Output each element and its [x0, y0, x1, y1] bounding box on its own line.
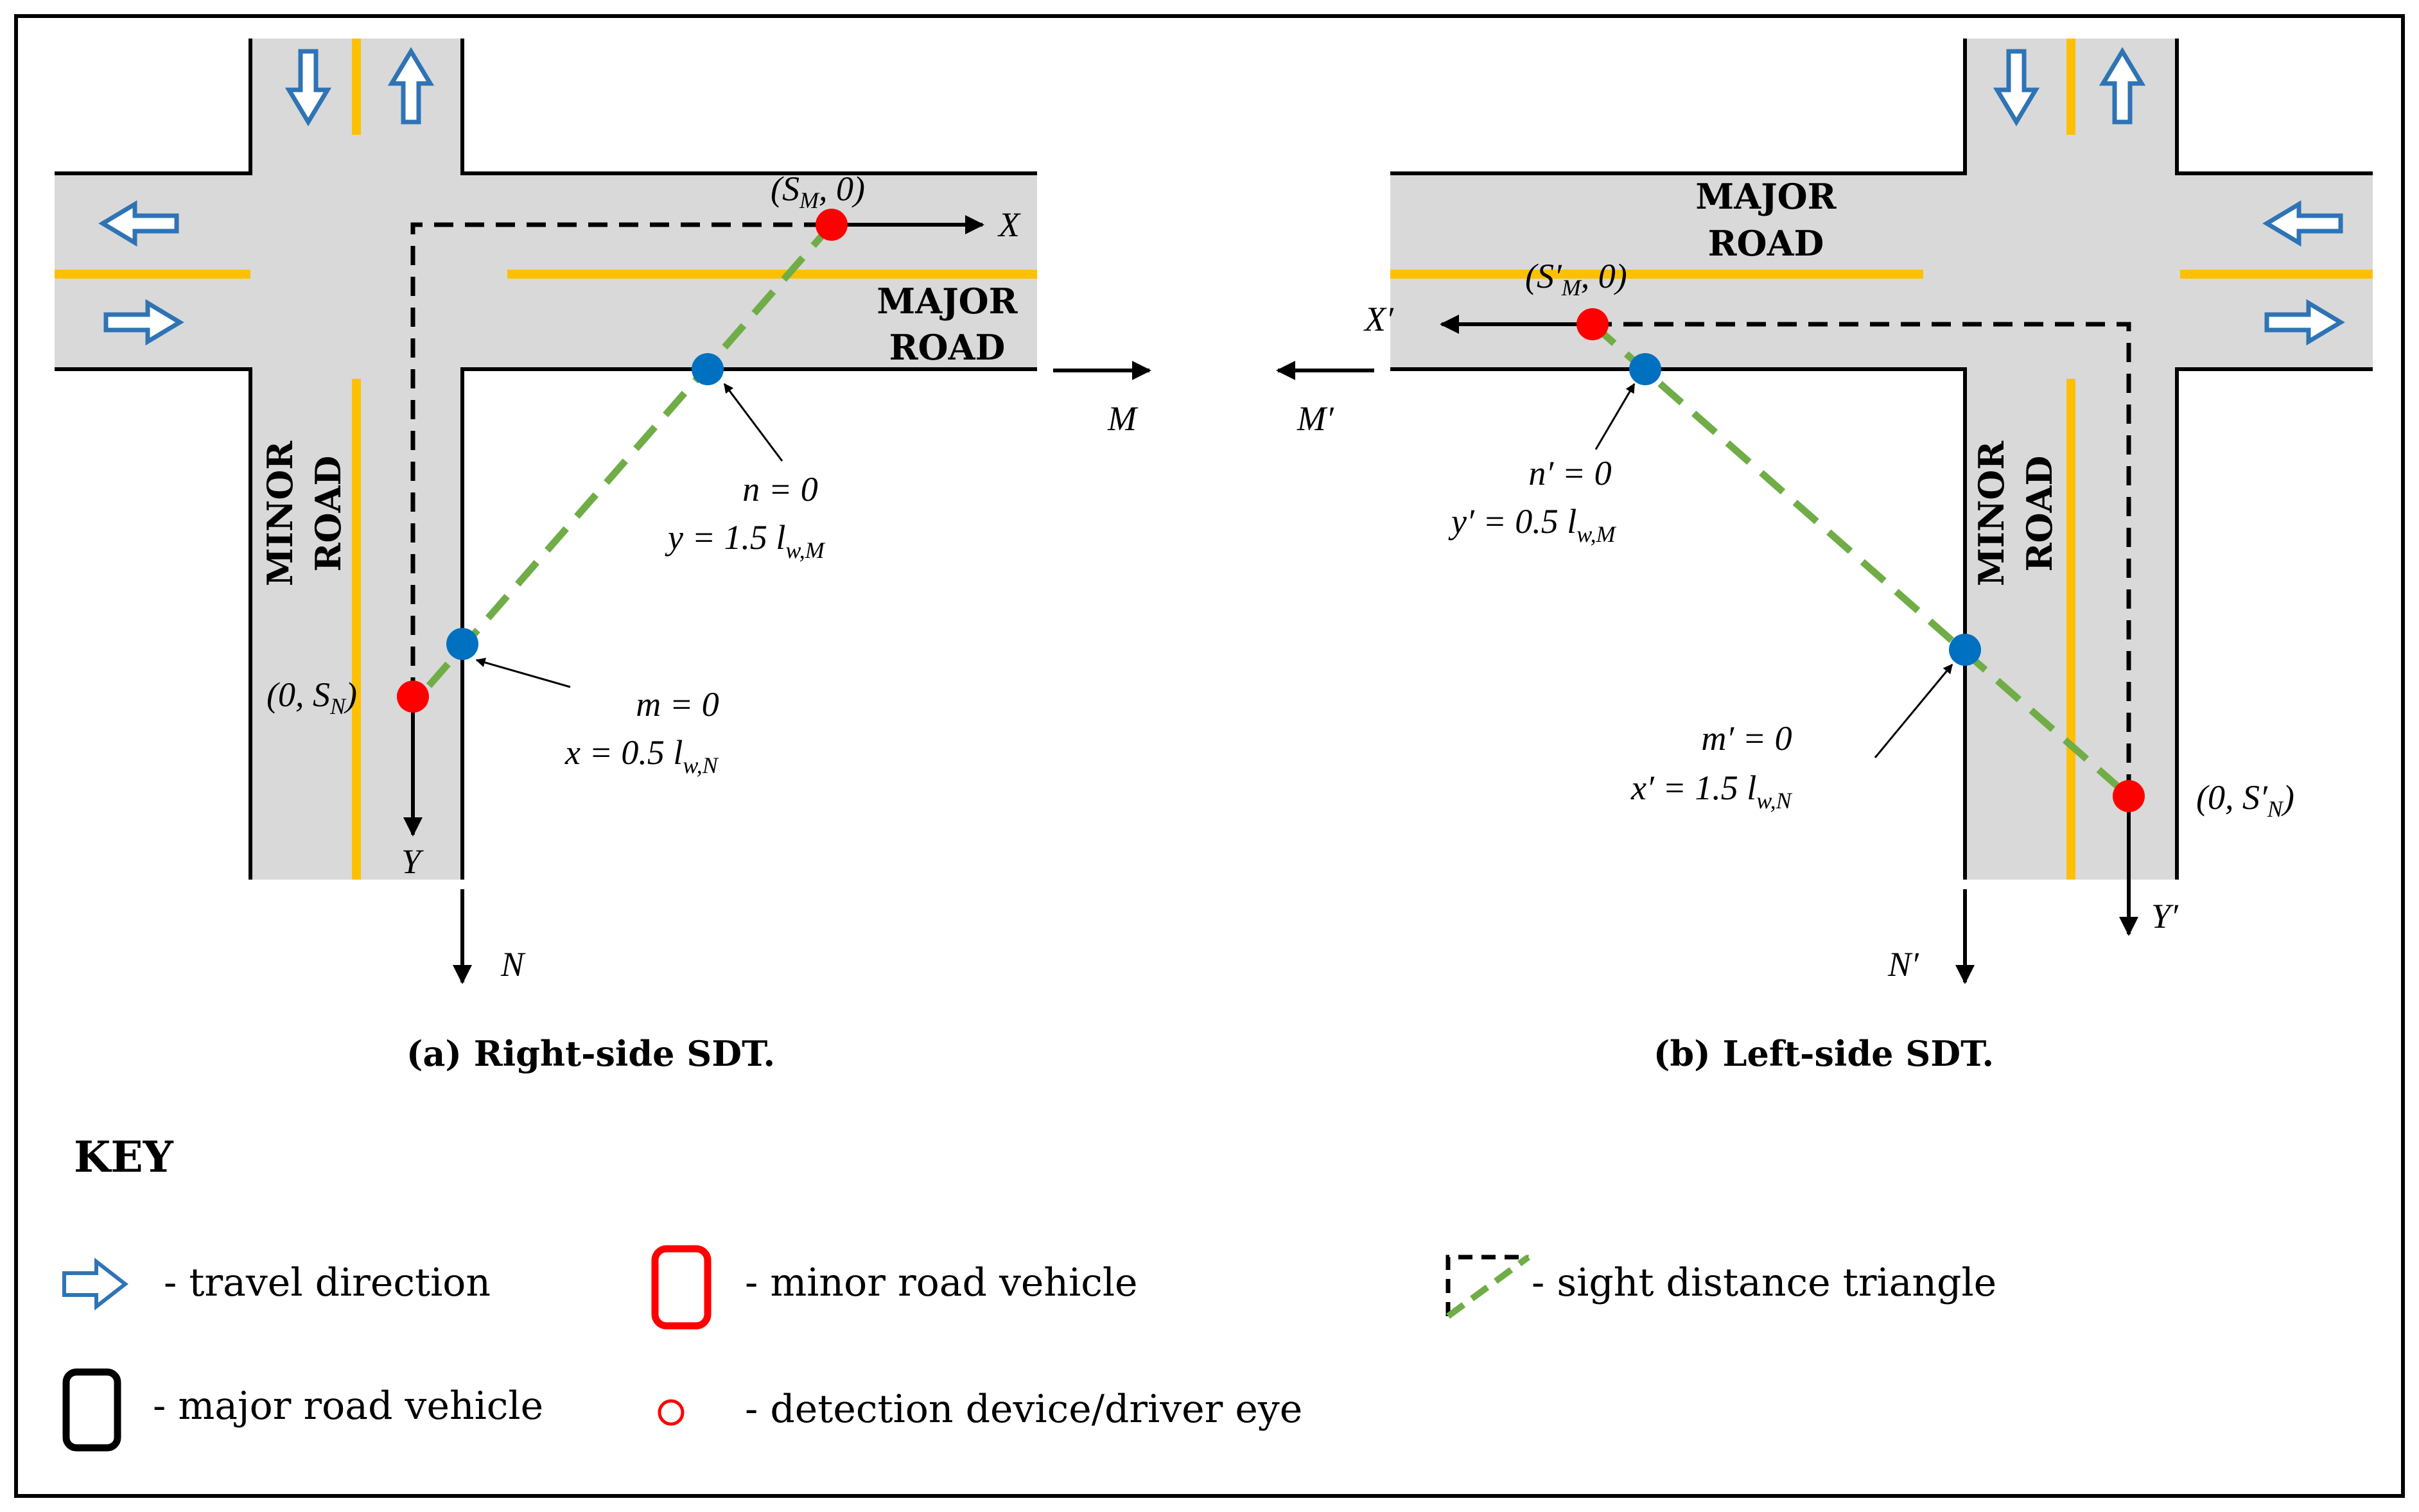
- key-travel-direction: - travel direction: [164, 1260, 491, 1305]
- arrow-right-icon: [103, 299, 184, 346]
- arrow-up-icon: [387, 47, 435, 125]
- minor-road-label-line1: MINOR: [1971, 440, 2012, 586]
- point-minor-label: (0, S′N): [2196, 778, 2294, 822]
- axis-m-label: M: [1107, 399, 1139, 438]
- key-minor-road-vehicle: - minor road vehicle: [745, 1260, 1138, 1305]
- y-equation: y = 1.5 lw,M: [665, 518, 826, 563]
- detection-point-m: [446, 628, 478, 660]
- axis-n-label: N: [500, 945, 526, 984]
- panel-b-caption: (b) Left-side SDT.: [1654, 1033, 1994, 1074]
- point-major-label: (SM, 0): [771, 169, 865, 213]
- arrow-up-icon: [2099, 47, 2146, 125]
- minor-road-label-line1: MINOR: [259, 440, 301, 586]
- arrow-right-icon: [2264, 299, 2345, 346]
- key-sight-distance-triangle: - sight distance triangle: [1532, 1260, 1996, 1305]
- arrow-down-icon: [284, 49, 332, 126]
- pointer-n: [723, 383, 783, 462]
- road-edges: [55, 39, 1037, 880]
- key-major-road-vehicle: - major road vehicle: [153, 1384, 543, 1429]
- n-equation: n = 0: [742, 470, 817, 508]
- major-road-label-line1: MAJOR: [877, 281, 1018, 322]
- major-road-label-line2: ROAD: [1708, 223, 1824, 264]
- pointer-m: [475, 657, 571, 688]
- m-equation: m′ = 0: [1701, 719, 1792, 758]
- legend: KEY - travel direction - minor road vehi…: [62, 1132, 1996, 1452]
- figure-border: [14, 14, 2405, 1498]
- minor-road-label-line2: ROAD: [2019, 456, 2060, 572]
- axis-y-label: Y: [401, 842, 424, 881]
- y-equation: y′ = 0.5 lw,M: [1448, 502, 1617, 547]
- center-lines: [55, 39, 1037, 880]
- driver-eye-minor: [2113, 780, 2145, 812]
- center-lines: [1390, 39, 2373, 880]
- sight-triangle-icon: [1445, 1254, 1530, 1319]
- driver-eye-minor: [397, 681, 429, 713]
- sight-line: [426, 222, 835, 688]
- panel-a-caption: (a) Right-side SDT.: [406, 1033, 775, 1074]
- panel-b: MAJOR ROAD MINOR ROAD (S′M, 0) (0, S′N) …: [1276, 39, 2373, 1074]
- travel-direction-icon: [62, 1257, 128, 1311]
- axis-x-label: X′: [1363, 300, 1394, 338]
- driver-eye-major: [1576, 308, 1609, 340]
- minor-road-label-line2: ROAD: [308, 456, 349, 572]
- detection-point-m: [1949, 634, 1981, 666]
- major-road-label-line1: MAJOR: [1695, 176, 1837, 217]
- pointer-m: [1874, 663, 1953, 758]
- detection-point-n: [692, 353, 724, 385]
- axis-y-label: Y′: [2151, 897, 2179, 935]
- sight-line: [1590, 321, 2131, 799]
- axis-x-label: X: [997, 205, 1021, 244]
- arrow-down-icon: [1993, 49, 2040, 126]
- arrow-left-icon: [98, 200, 179, 247]
- point-minor-label: (0, SN): [266, 675, 357, 719]
- x-equation: x = 0.5 lw,N: [564, 733, 719, 778]
- x-equation: x′ = 1.5 lw,N: [1630, 769, 1793, 813]
- detection-device-icon: [658, 1399, 685, 1426]
- pointer-n: [1594, 383, 1636, 450]
- point-major-label: (S′M, 0): [1525, 257, 1627, 300]
- major-road-label-line2: ROAD: [889, 327, 1006, 368]
- detection-point-n: [1629, 353, 1661, 385]
- m-equation: m = 0: [636, 685, 719, 724]
- major-vehicle-icon: [62, 1368, 121, 1452]
- axis-m-label: M′: [1297, 399, 1334, 438]
- travel-arrows: [98, 47, 435, 346]
- driver-eye-major: [816, 209, 848, 241]
- key-title: KEY: [74, 1132, 174, 1182]
- panel-a: MAJOR ROAD MINOR ROAD (SM, 0) (0, SN) X …: [55, 39, 1151, 1074]
- sight-triangle-black-leg: [410, 222, 832, 697]
- n-equation: n′ = 0: [1528, 454, 1611, 492]
- road-edges: [1390, 39, 2373, 880]
- arrow-left-icon: [2262, 200, 2343, 247]
- key-detection-device: - detection device/driver eye: [745, 1387, 1302, 1432]
- travel-arrows: [1993, 47, 2345, 346]
- axis-n-label: N′: [1887, 945, 1919, 984]
- minor-vehicle-icon: [651, 1245, 712, 1330]
- sight-triangle-black-leg: [1593, 322, 2131, 796]
